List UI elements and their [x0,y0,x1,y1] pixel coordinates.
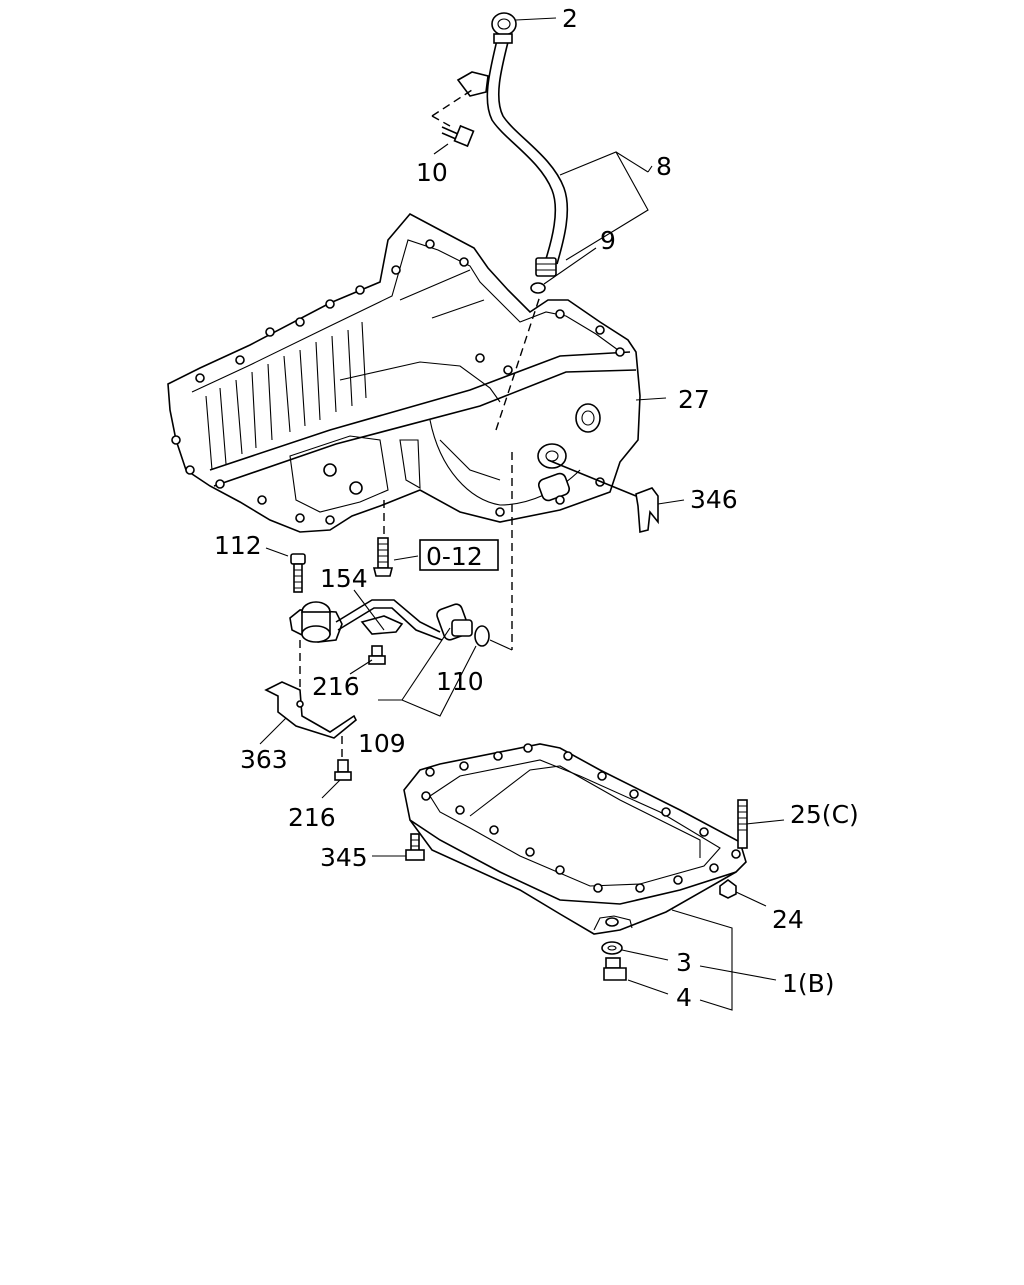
leader-lines [259,17,785,1011]
stud-25c [737,799,748,849]
callout-154: 154 [320,564,368,593]
oil-level-sensor [289,553,490,702]
bolt-216-lower [334,759,352,781]
callout-0-12: 0-12 [426,542,483,571]
callout-112: 112 [214,531,262,560]
callout-25c: 25(C) [790,800,859,829]
callout-2: 2 [562,4,578,33]
callout-24: 24 [772,905,804,934]
callout-216-lower: 216 [288,803,336,832]
callout-110: 110 [436,667,484,696]
bolt-10 [431,89,475,148]
gasket-3 [601,941,623,955]
callout-8: 8 [656,152,672,181]
nut-24 [719,879,737,899]
callout-216-upper: 216 [312,672,360,701]
flange-bolt-holes [171,239,625,525]
axis-dipstick [495,295,541,431]
pan-bolt-holes [421,743,741,893]
bracket-363 [264,681,358,760]
callout-3: 3 [676,948,692,977]
reference-box [419,539,499,571]
callout-1b: 1(B) [782,969,835,998]
callout-109: 109 [358,729,406,758]
callout-9: 9 [600,226,616,255]
callout-345: 345 [320,843,368,872]
drain-plug-4 [603,957,627,981]
callout-363: 363 [240,745,288,774]
callout-346: 346 [690,485,738,514]
callout-27: 27 [678,385,710,414]
dipstick-tube [456,12,569,294]
callout-4: 4 [676,983,692,1012]
stud-bolt [372,537,394,577]
crankcase-housing [167,212,641,533]
callout-10: 10 [416,158,448,187]
clip-346 [547,459,659,534]
bolt-345 [405,833,425,861]
oil-pan [403,743,747,935]
